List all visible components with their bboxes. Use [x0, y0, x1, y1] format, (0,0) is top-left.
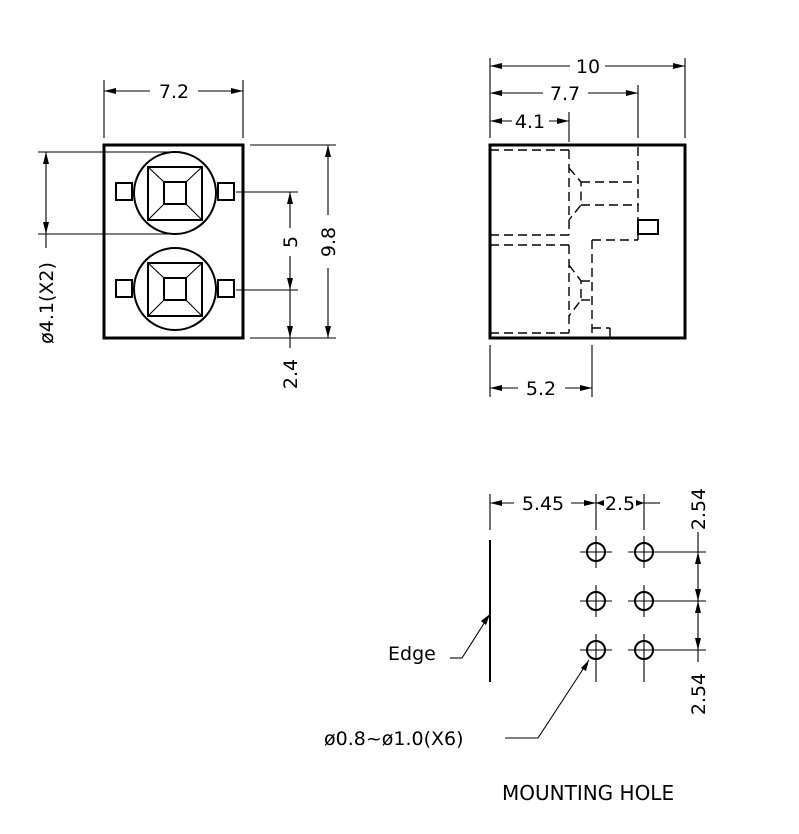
side-inner-label: 4.1	[515, 111, 545, 133]
dim-hole-y-pitch-top: 2.54	[688, 488, 710, 601]
hole-y-pitch-bottom-label: 2.54	[688, 673, 710, 715]
hole-1-1	[580, 536, 612, 568]
hole-x-pitch-label: 2.5	[605, 493, 635, 515]
edge-callout: Edge	[388, 613, 491, 665]
hole-diameter-label: ø0.8~ø1.0(X6)	[324, 728, 464, 750]
hidden-lower-cavity	[490, 239, 638, 338]
dim-side-total: 10	[489, 56, 686, 138]
dim-side-body: 7.7	[490, 83, 639, 138]
front-view: 7.2 9.8 5 2.4	[36, 80, 340, 389]
hole-3-1	[580, 634, 612, 682]
mounting-hole-view: 5.45 2.5 2.54 2.54	[324, 488, 710, 805]
side-view: 10 7.7 4.1 5.2	[488, 56, 687, 400]
dim-hole-x-offset: 5.45	[489, 493, 597, 530]
side-body-outline	[488, 143, 687, 340]
hole-x-offset-label: 5.45	[522, 493, 564, 515]
hole-2-2	[628, 585, 706, 617]
front-offset-label: 2.4	[280, 359, 302, 389]
hidden-upper-cavity	[490, 147, 639, 240]
mounting-hole-title: MOUNTING HOLE	[502, 781, 674, 805]
edge-label: Edge	[388, 643, 436, 665]
dim-front-height: 9.8	[250, 144, 340, 339]
dim-front-pitch: 5	[236, 191, 302, 291]
dim-front-width: 7.2	[103, 80, 244, 138]
dim-hole-y-pitch-bottom: 2.54	[688, 601, 710, 715]
hole-3-2	[628, 634, 706, 682]
lens-top	[115, 151, 235, 235]
front-pitch-label: 5	[280, 236, 302, 248]
side-total-label: 10	[576, 56, 600, 78]
hole-y-pitch-top-label: 2.54	[688, 488, 710, 530]
front-body-outline	[102, 143, 245, 340]
side-bottom-label: 5.2	[526, 378, 556, 400]
front-width-label: 7.2	[159, 81, 189, 103]
side-pin	[637, 219, 659, 235]
hole-callout: ø0.8~ø1.0(X6)	[324, 659, 590, 750]
hole-2-1	[580, 585, 612, 617]
dim-side-bottom: 5.2	[489, 345, 593, 400]
hole-grid	[580, 536, 706, 682]
dim-lens-diameter: ø4.1(X2)	[36, 151, 175, 344]
front-height-label: 9.8	[318, 227, 340, 257]
lens-bottom	[115, 247, 235, 331]
dim-front-offset: 2.4	[280, 290, 302, 389]
dim-hole-x-pitch: 2.5	[596, 493, 660, 530]
hole-1-2	[628, 536, 706, 568]
lens-diameter-label: ø4.1(X2)	[36, 262, 58, 344]
side-body-label: 7.7	[550, 83, 580, 105]
dim-side-inner: 4.1	[490, 111, 570, 142]
